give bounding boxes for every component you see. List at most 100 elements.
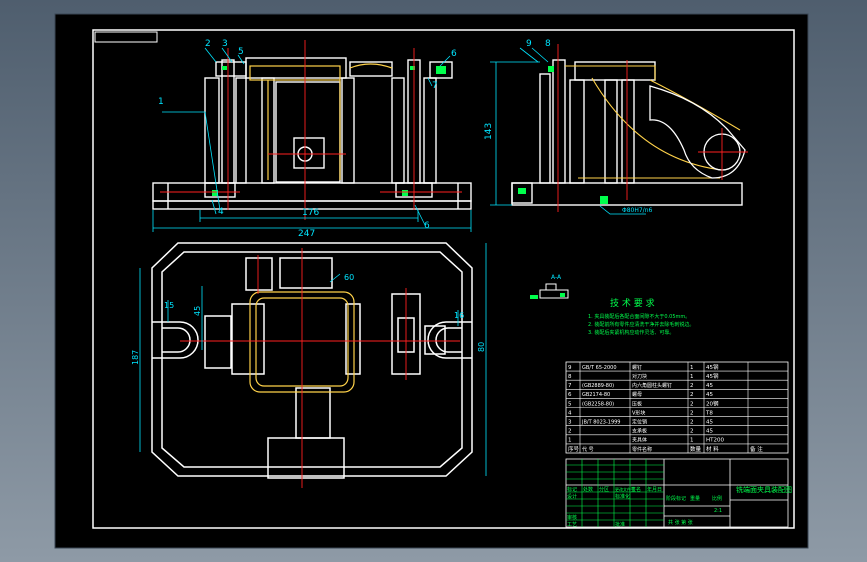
tech-note: 3. 装配后夹紧机构应动作灵活、可靠。 xyxy=(588,329,674,336)
bom-cell: 3 xyxy=(568,420,572,426)
bom-cell: 2 xyxy=(690,410,694,416)
bom-cell: 2 xyxy=(690,429,694,435)
stage-label: 阶段标记 xyxy=(666,495,686,502)
leader-label: 6 xyxy=(424,221,430,231)
bom-cell: 压板 xyxy=(632,400,642,407)
dim-height: 143 xyxy=(484,123,494,140)
bom-header-cell: 材 料 xyxy=(706,445,719,453)
front-view-dimensions xyxy=(152,47,472,232)
section-label: A-A xyxy=(551,274,562,281)
tech-note: 1. 夹具装配后各配合面间隙不大于0.05mm。 xyxy=(588,313,690,320)
bom-cell: (GB2258-80) xyxy=(582,401,614,407)
bom-header-cell: 数量 xyxy=(690,445,702,453)
top-view-centerlines xyxy=(180,248,460,488)
bom-cell: GB/T 65-2000 xyxy=(582,365,617,371)
bom-cell: 4 xyxy=(568,410,572,416)
bom-header-cell: 备 注 xyxy=(750,445,763,453)
front-view-yellow-parts xyxy=(249,63,393,180)
bom-header-cell: 代 号 xyxy=(582,446,594,453)
bom-cell: 支承板 xyxy=(632,428,647,435)
tech-title: 技 术 要 求 xyxy=(610,297,655,309)
model-space-background xyxy=(54,13,809,549)
bom-cell: 5 xyxy=(568,401,572,407)
bom-cell: 9 xyxy=(568,365,572,371)
bom-cell: 内六角圆柱头螺钉 xyxy=(632,382,672,389)
bom-cell: 2 xyxy=(690,392,694,398)
side-view-dimensions xyxy=(490,47,646,215)
bom-cell: 45钢 xyxy=(706,372,719,380)
front-view-labels: 2 3 5 6 7 1 4 6 176 247 xyxy=(158,39,457,239)
leader-label: 5 xyxy=(238,47,244,57)
bom-cell: 定位销 xyxy=(632,419,647,426)
bom-cell: 螺钉 xyxy=(632,364,642,371)
dim-overall-width: 247 xyxy=(298,229,315,239)
sign-label: 年月日 xyxy=(647,486,662,493)
bom-cell: 6 xyxy=(568,392,572,398)
stage-label: 重量 xyxy=(690,495,700,502)
drawing-border xyxy=(92,29,795,529)
leader-label: 2 xyxy=(205,39,211,49)
title-block xyxy=(565,458,789,528)
bom-cell: 45钢 xyxy=(706,363,719,371)
std-label: 标准化 xyxy=(615,493,630,500)
sign-label: 处数 xyxy=(583,486,593,493)
top-view-dimensions xyxy=(139,243,487,476)
role-label: 工艺 xyxy=(567,522,577,528)
bom-cell: 45 xyxy=(706,383,713,389)
approve-label: 批准 xyxy=(615,521,625,528)
bom-cell: JB/T 8023-1999 xyxy=(581,420,621,426)
bom-cell: V形块 xyxy=(632,409,645,416)
bom-cell: 8 xyxy=(568,374,572,380)
bom-cell: 7 xyxy=(568,383,572,389)
top-view xyxy=(151,242,473,479)
bom-cell: 1 xyxy=(690,365,694,371)
leader-label: 7 xyxy=(432,81,438,91)
bom-cell: 20钢 xyxy=(706,399,719,407)
leader-label: 8 xyxy=(545,39,551,49)
leader-label: 1 xyxy=(158,97,164,107)
sign-label: 分区 xyxy=(599,486,609,493)
bom-cell: 夹具体 xyxy=(632,437,647,444)
front-view-centerlines xyxy=(160,40,462,220)
sign-label: 更改文件号 xyxy=(615,486,635,492)
bom-cell: 螺母 xyxy=(632,391,642,398)
title-block-text: 标记 处数 分区 更改文件号 签名 年月日 设计 审核 工艺 标准化 批准 阶段… xyxy=(567,485,792,528)
bom-cell: 对刀块 xyxy=(632,373,647,380)
bom-header-cell: 零件名称 xyxy=(632,446,652,453)
bom-cell: 2 xyxy=(690,383,694,389)
leader-label: 4 xyxy=(218,207,224,217)
bom-cell: 1 xyxy=(568,438,572,444)
side-view-centerlines xyxy=(557,44,748,212)
tech-note: 2. 装配前所有零件应清洗干净并去除毛刺锐边。 xyxy=(588,321,694,328)
tech-requirements: 技 术 要 求 1. 夹具装配后各配合面间隙不大于0.05mm。 2. 装配前所… xyxy=(588,297,694,336)
leader-label: 3 xyxy=(222,39,228,49)
sheet-label: 共 张 第 张 xyxy=(668,519,693,526)
sign-label: 标记 xyxy=(567,486,577,493)
bill-of-materials: 9 GB/T 65-2000 螺钉 1 45钢 8 对刀块 1 45钢 7 (GB2889-80) 内… xyxy=(565,361,789,454)
bom-cell: 45 xyxy=(706,429,713,435)
scale-value: 2:1 xyxy=(714,508,722,514)
stage-label: 比例 xyxy=(712,495,722,502)
bom-cell: 45 xyxy=(706,420,713,426)
bom-cell: HT200 xyxy=(706,438,724,444)
bom-cell: (GB2889-80) xyxy=(582,383,614,389)
dim-left-height: 187 xyxy=(131,350,140,365)
leader-label: 9 xyxy=(526,39,532,49)
bom-cell: 45 xyxy=(706,392,713,398)
side-view-green-features xyxy=(518,66,608,204)
corner-tab xyxy=(94,31,158,43)
bom-cell: 1 xyxy=(690,374,694,380)
role-label: 审核 xyxy=(567,514,577,521)
dim-right-height: 80 xyxy=(477,342,486,352)
sign-label: 签名 xyxy=(631,486,641,493)
side-view-labels: 9 8 143 Φ80H7/n6 xyxy=(484,39,653,214)
title-block-grid-green xyxy=(566,459,664,527)
dim-d4: 60 xyxy=(344,273,354,282)
bom-cell: T8 xyxy=(705,410,713,416)
bom-cell: 2 xyxy=(690,401,694,407)
dim-inner-width: 176 xyxy=(302,208,319,218)
dim-d1: 45 xyxy=(193,306,202,316)
dim-fit: Φ80H7/n6 xyxy=(622,207,653,214)
dim-d3: 16 xyxy=(454,311,464,320)
